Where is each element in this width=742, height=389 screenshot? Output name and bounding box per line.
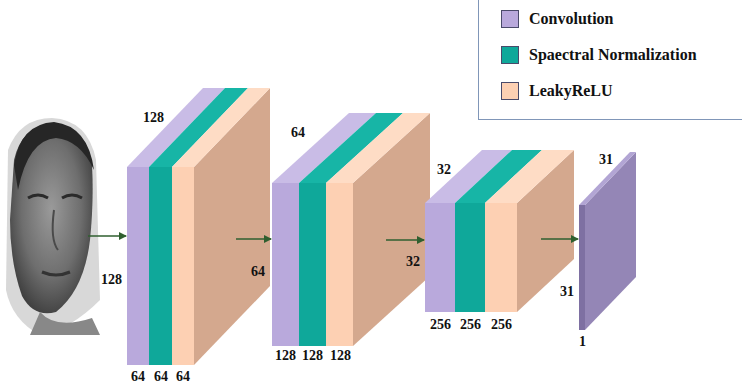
dimension-label: 128 <box>275 348 296 364</box>
dimension-label: 256 <box>430 317 451 333</box>
dimension-label: 64 <box>154 369 168 385</box>
flow-arrow <box>88 236 578 240</box>
dimension-label: 256 <box>460 317 481 333</box>
legend-row: Convolution <box>501 8 613 30</box>
legend-box: ConvolutionSpaectral NormalizationLeakyR… <box>478 0 742 120</box>
dimension-label: 64 <box>131 369 145 385</box>
dimension-label: 64 <box>176 369 190 385</box>
legend-swatch <box>501 46 519 64</box>
dimension-label: 64 <box>291 125 305 141</box>
legend-text: LeakyReLU <box>529 82 613 100</box>
layer-block <box>425 150 574 312</box>
output-plate <box>579 152 636 330</box>
dimension-label: 32 <box>437 162 451 178</box>
dimension-label: 31 <box>599 152 613 168</box>
dimension-label: 128 <box>330 348 351 364</box>
dimension-label: 1 <box>579 334 586 350</box>
dimension-label: 128 <box>143 110 164 126</box>
dimension-label: 31 <box>560 284 574 300</box>
legend-text: Spaectral Normalization <box>529 46 697 64</box>
legend-text: Convolution <box>529 10 613 28</box>
dimension-label: 64 <box>251 264 265 280</box>
layer-block <box>272 113 430 346</box>
dimension-label: 128 <box>302 348 323 364</box>
dimension-label: 128 <box>101 272 122 288</box>
legend-swatch <box>501 10 519 28</box>
face-image <box>6 118 100 335</box>
dimension-label: 32 <box>406 254 420 270</box>
legend-row: Spaectral Normalization <box>501 44 697 66</box>
layer-block <box>127 88 270 365</box>
dimension-label: 256 <box>491 317 512 333</box>
legend-swatch <box>501 82 519 100</box>
legend-row: LeakyReLU <box>501 80 613 102</box>
